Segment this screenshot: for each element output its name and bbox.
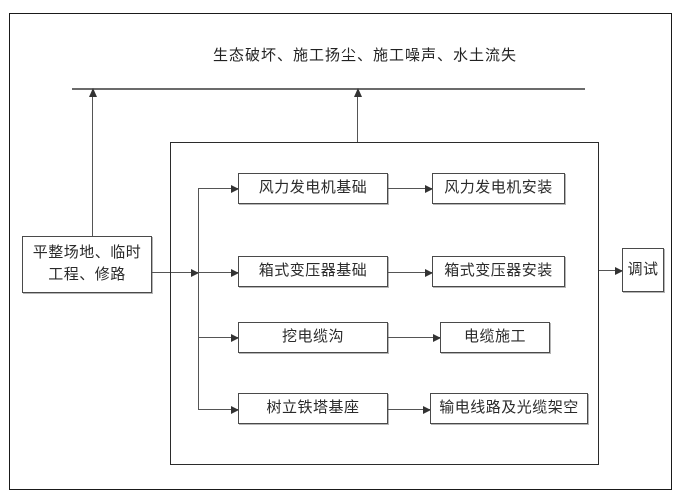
activity-group-frame xyxy=(170,142,599,465)
activity-box-4-right[interactable]: 输电线路及光缆架空 xyxy=(430,393,588,424)
activity-box-2-left[interactable]: 箱式变压器基础 xyxy=(238,256,388,287)
row-4-arrow xyxy=(388,406,431,414)
activity-box-4-left[interactable]: 树立铁塔基座 xyxy=(238,393,388,424)
start-box[interactable]: 平整场地、临时 工程、修路 xyxy=(22,236,152,293)
impact-arrow-from-start xyxy=(88,88,97,236)
start-to-trunk-arrow xyxy=(152,269,199,277)
trunk-branch-arrow-2 xyxy=(198,269,239,277)
outer-frame xyxy=(9,13,672,490)
impact-arrow-from-group xyxy=(353,88,362,142)
trunk-branch-arrow-3 xyxy=(198,334,239,342)
impact-rule xyxy=(72,88,585,90)
activity-box-3-right[interactable]: 电缆施工 xyxy=(440,322,550,353)
start-box-line-2: 工程、修路 xyxy=(48,266,126,283)
activity-box-1-right[interactable]: 风力发电机安装 xyxy=(432,173,565,204)
row-3-arrow xyxy=(388,334,441,342)
trunk-branch-arrow-4 xyxy=(198,406,239,414)
activity-box-2-right[interactable]: 箱式变压器安装 xyxy=(432,256,565,287)
distribution-trunk xyxy=(198,188,199,410)
end-box[interactable]: 调试 xyxy=(622,248,664,292)
row-2-arrow xyxy=(388,269,433,277)
activity-box-1-left[interactable]: 风力发电机基础 xyxy=(238,173,388,204)
row-1-arrow xyxy=(388,185,433,193)
group-to-end-arrow xyxy=(599,267,623,275)
impact-caption: 生态破坏、施工扬尘、施工噪声、水土流失 xyxy=(213,48,518,64)
start-box-line-1: 平整场地、临时 xyxy=(32,244,142,261)
trunk-branch-arrow-1 xyxy=(198,185,239,193)
activity-box-3-left[interactable]: 挖电缆沟 xyxy=(238,322,388,353)
